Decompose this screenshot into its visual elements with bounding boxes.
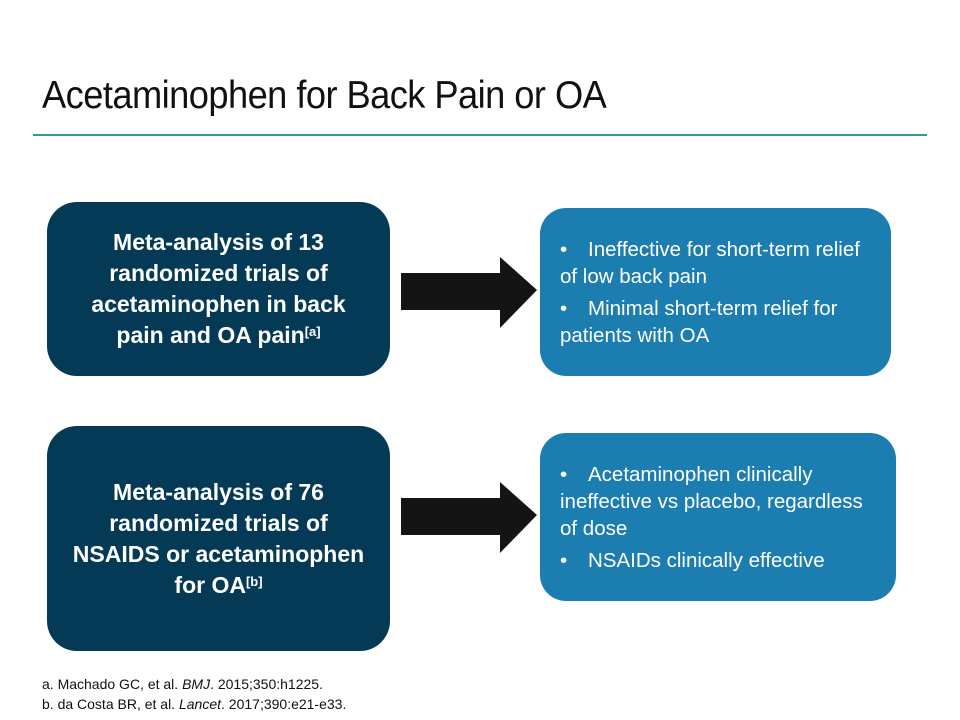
finding-item: •Ineffective for short-term relief of lo… [560,237,860,288]
study-box-2-text: Meta-analysis of 76 randomized trials of… [65,477,372,601]
citation-marker: [a] [304,324,321,339]
study-box-1: Meta-analysis of 13 randomized trials of… [47,202,390,376]
reference-b: b. da Costa BR, et al. Lancet. 2017;390:… [42,696,347,712]
finding-item: •Minimal short-term relief for patients … [560,296,838,347]
study-description: Meta-analysis of 13 randomized trials of… [91,229,346,348]
finding-item: •NSAIDs clinically effective [560,548,825,572]
findings-box-1: •Ineffective for short-term relief of lo… [540,208,891,376]
journal-name: Lancet [178,696,222,712]
bullet-icon: • [560,296,568,320]
title-divider [33,134,927,136]
bullet-icon: • [560,548,568,572]
citation-marker: [b] [245,573,263,589]
study-box-1-text: Meta-analysis of 13 randomized trials of… [65,227,372,351]
journal-name: BMJ [182,676,211,692]
bullet-icon: • [560,462,568,486]
finding-item: •Acetaminophen clinically ineffective vs… [560,462,863,540]
findings-list-1: •Ineffective for short-term relief of lo… [560,236,871,349]
bullet-icon: • [560,237,568,261]
study-description: Meta-analysis of 76 randomized trials of… [72,478,365,598]
references: a. Machado GC, et al. BMJ. 2015;350:h122… [42,674,346,714]
study-box-2: Meta-analysis of 76 randomized trials of… [47,426,390,651]
reference-a: a. Machado GC, et al. BMJ. 2015;350:h122… [42,676,323,692]
slide-title: Acetaminophen for Back Pain or OA [42,74,607,117]
right-arrow-icon [401,482,537,553]
right-arrow-icon [401,257,537,328]
findings-box-2: •Acetaminophen clinically ineffective vs… [540,433,896,601]
findings-list-2: •Acetaminophen clinically ineffective vs… [560,461,876,574]
